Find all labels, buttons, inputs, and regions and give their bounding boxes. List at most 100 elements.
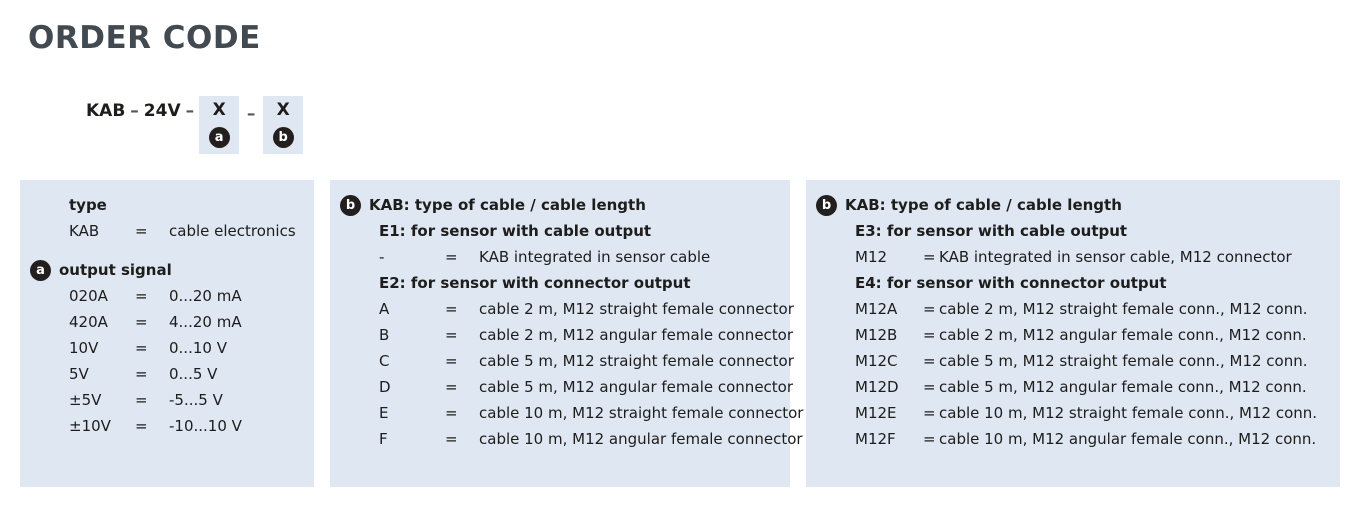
list-item: F = cable 10 m, M12 angular female conne… [340, 426, 803, 452]
row-code: E [379, 404, 389, 422]
list-item: B = cable 2 m, M12 angular female connec… [340, 322, 793, 348]
row-description: KAB integrated in sensor cable, M12 conn… [939, 248, 1292, 266]
row-description: cable 5 m, M12 angular female conn., M12… [939, 378, 1307, 396]
row-equals: = [135, 365, 148, 383]
row-description: cable electronics [169, 222, 296, 240]
list-item: C = cable 5 m, M12 straight female conne… [340, 348, 794, 374]
row-equals: = [135, 391, 148, 409]
list-item: M12A = cable 2 m, M12 straight female co… [816, 296, 1330, 322]
row-equals: = [445, 352, 458, 370]
row-code: M12E [855, 404, 897, 422]
badge-b-icon: b [340, 194, 361, 216]
row-description: 0...20 mA [169, 287, 242, 305]
row-equals: = [135, 417, 148, 435]
row-code: - [379, 248, 385, 266]
order-code-slot-a-placeholder: X [212, 100, 226, 120]
order-code-prefix: KAB [86, 101, 126, 121]
row-equals: = [445, 430, 458, 448]
order-code-slot-b-placeholder: X [276, 100, 290, 120]
order-code-separator-3-wrap: – [239, 96, 263, 126]
row-code: 10V [69, 339, 99, 357]
list-item: ±10V = -10...10 V [30, 413, 304, 439]
row-description: 0...5 V [169, 365, 218, 383]
row-description: 4...20 mA [169, 313, 242, 331]
group-heading-cable-b2-label: KAB: type of cable / cable length [845, 196, 1122, 214]
group-heading-output-signal-label: output signal [59, 261, 172, 279]
row-equals: = [135, 287, 148, 305]
row-description: cable 2 m, M12 straight female connector [479, 300, 794, 318]
row-equals: = [135, 339, 148, 357]
row-code: 420A [69, 313, 108, 331]
order-code-slot-b[interactable]: X b [263, 96, 304, 154]
row-equals: = [923, 248, 936, 266]
row-code: M12 [855, 248, 888, 266]
list-item: A = cable 2 m, M12 straight female conne… [340, 296, 794, 322]
row-equals: = [923, 352, 936, 370]
row-description: KAB integrated in sensor cable [479, 248, 711, 266]
list-item: M12E = cable 10 m, M12 straight female c… [816, 400, 1330, 426]
row-description: 0...10 V [169, 339, 227, 357]
order-code-diagram: KAB – 24V – X a – X b [86, 96, 304, 158]
subheading-e3: E3: for sensor with cable output [855, 222, 1128, 240]
list-item: ±5V = -5...5 V [30, 387, 304, 413]
subheading-e1: E1: for sensor with cable output [379, 222, 652, 240]
group-heading-type: type [30, 192, 304, 218]
row-code: D [379, 378, 391, 396]
row-description: cable 5 m, M12 angular female connector [479, 378, 794, 396]
order-code-slot-a[interactable]: X a [199, 96, 240, 154]
list-item: M12 = KAB integrated in sensor cable, M1… [816, 244, 1330, 270]
panel-type-output-signal: type KAB = cable electronics a output si… [20, 180, 314, 487]
list-item: D = cable 5 m, M12 angular female connec… [340, 374, 793, 400]
order-code-separator-1: – [130, 101, 139, 121]
row-equals: = [923, 326, 936, 344]
subheading-e4: E4: for sensor with connector output [855, 274, 1167, 292]
group-heading-type-label: type [69, 196, 107, 214]
group-heading-cable-b1-label: KAB: type of cable / cable length [369, 196, 646, 214]
row-equals: = [923, 430, 936, 448]
row-code: 020A [69, 287, 108, 305]
badge-b: b [272, 127, 294, 148]
row-description: cable 2 m, M12 angular female connector [479, 326, 794, 344]
list-item: 420A = 4...20 mA [30, 309, 304, 335]
row-equals: = [923, 378, 936, 396]
group-heading-cable-b2: b KAB: type of cable / cable length [816, 192, 1330, 218]
row-equals: = [445, 326, 458, 344]
group-heading-cable-b1: b KAB: type of cable / cable length [340, 192, 780, 218]
row-code: KAB [69, 222, 100, 240]
badge-a-icon: a [30, 259, 51, 281]
spacer [30, 244, 304, 257]
row-equals: = [445, 248, 458, 266]
row-description: cable 2 m, M12 angular female conn., M12… [939, 326, 1307, 344]
row-code: ±10V [69, 417, 111, 435]
row-description: cable 5 m, M12 straight female conn., M1… [939, 352, 1308, 370]
order-code-voltage: 24V [143, 101, 181, 121]
list-item: 10V = 0...10 V [30, 335, 304, 361]
badge-a: a [208, 127, 230, 148]
row-description: cable 10 m, M12 straight female connecto… [479, 404, 804, 422]
list-item: M12C = cable 5 m, M12 straight female co… [816, 348, 1330, 374]
row-equals: = [445, 300, 458, 318]
row-code: F [379, 430, 388, 448]
row-equals: = [923, 300, 936, 318]
row-equals: = [923, 404, 936, 422]
row-code: B [379, 326, 390, 344]
list-item: 5V = 0...5 V [30, 361, 304, 387]
list-item: E = cable 10 m, M12 straight female conn… [340, 400, 803, 426]
row-description: cable 10 m, M12 angular female conn., M1… [939, 430, 1317, 448]
list-item: M12D = cable 5 m, M12 angular female con… [816, 374, 1330, 400]
order-code-separator-3: – [246, 104, 256, 124]
row-description: -10...10 V [169, 417, 242, 435]
row-description: cable 10 m, M12 straight female conn., M… [939, 404, 1318, 422]
badge-b-icon: b [816, 194, 837, 216]
row-description: -5...5 V [169, 391, 223, 409]
page-title: ORDER CODE [28, 20, 261, 56]
list-item: M12F = cable 10 m, M12 angular female co… [816, 426, 1330, 452]
row-code: ±5V [69, 391, 102, 409]
order-code-separator-2: – [185, 101, 195, 121]
subheading-e2: E2: for sensor with connector output [379, 274, 691, 292]
row-code: 5V [69, 365, 89, 383]
row-equals: = [135, 222, 148, 240]
row-description: cable 10 m, M12 angular female connector [479, 430, 803, 448]
panel-cable-type-e1-e2: b KAB: type of cable / cable length E1: … [330, 180, 803, 487]
list-item: M12B = cable 2 m, M12 angular female con… [816, 322, 1330, 348]
